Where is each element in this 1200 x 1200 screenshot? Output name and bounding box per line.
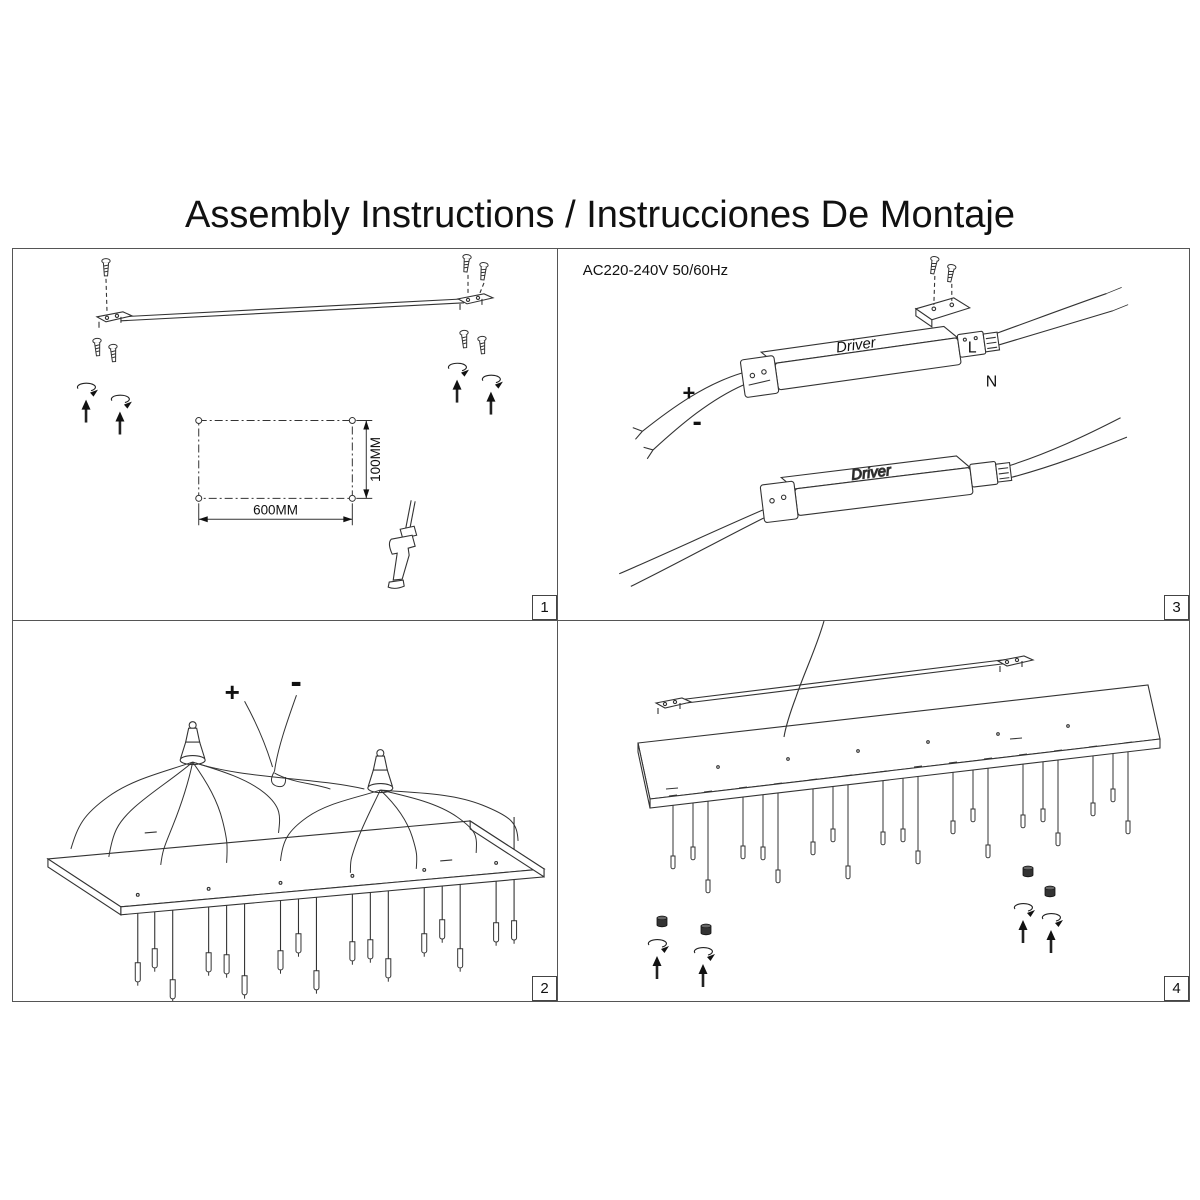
lamp-holder-icon: [179, 721, 206, 766]
neutral-wire-label: N: [986, 374, 998, 391]
screw-icon: [944, 263, 957, 283]
end-cap-icon: [656, 915, 668, 928]
rotate-arrow-icon: [647, 938, 671, 981]
step-number-2: 2: [532, 976, 557, 1001]
rotate-arrow-icon: [76, 381, 100, 424]
end-cap-icon: [1044, 885, 1056, 898]
driver-label-top: Driver: [835, 334, 878, 357]
driver-unit-bottom: Driver: [619, 417, 1128, 587]
rotate-arrow-icon: [693, 946, 717, 989]
drilling-template-drawing: [195, 417, 373, 526]
screw-icon: [927, 255, 940, 275]
panel-step-3: AC220-240V 50/60Hz: [558, 249, 1189, 621]
step-number-4: 4: [1164, 976, 1189, 1001]
height-dimension-label: 100MM: [368, 437, 383, 482]
step-4-drawing: [637, 621, 1161, 989]
screw-icon: [460, 253, 472, 273]
rotate-arrow-icon: [1013, 902, 1037, 945]
polarity-plus-label: +: [225, 679, 240, 707]
rotate-arrow-icon: [110, 393, 134, 436]
screw-icon: [92, 337, 103, 357]
screw-icon: [101, 258, 111, 277]
canopy-plate-drawing: [46, 819, 546, 916]
step-1-drawing: 600MM 100MM: [76, 253, 505, 589]
ceiling-bar-drawing: [654, 621, 1035, 738]
slot-mark: [1009, 737, 1023, 740]
live-wire-label: L: [968, 340, 977, 357]
panel-step-1: 600MM 100MM 1: [13, 249, 558, 621]
polarity-plus-label: +: [683, 381, 696, 406]
slot-mark: [665, 787, 679, 790]
screw-icon: [477, 335, 488, 355]
screw-icon: [108, 343, 119, 363]
rotate-arrow-icon: [481, 373, 505, 416]
canopy-plate-drawing: [637, 684, 1161, 809]
screw-icon: [477, 261, 489, 281]
panels-grid: 600MM 100MM 1 AC: [12, 248, 1190, 1002]
driver-label-bottom: Driver: [850, 462, 893, 484]
step-2-drawing: + -: [46, 663, 546, 1001]
slot-mark: [144, 831, 157, 834]
lamp-holder-icon: [367, 749, 394, 794]
wiring-drawing: [70, 695, 519, 873]
rotate-arrow-icon: [1041, 912, 1065, 955]
power-rating-label: AC220-240V 50/60Hz: [583, 262, 728, 279]
panel-step-2: + - 2: [13, 621, 558, 1001]
slot-mark: [440, 859, 453, 862]
width-dimension-label: 600MM: [253, 502, 298, 517]
panel-step-4: 4: [558, 621, 1189, 1001]
end-cap-icon: [1022, 865, 1034, 878]
page-title: Assembly Instructions / Instrucciones De…: [184, 194, 1015, 236]
rotate-arrow-icon: [447, 361, 471, 404]
end-cap-icon: [700, 923, 712, 936]
end-caps-drawing: [647, 865, 1065, 989]
ceiling-bar-drawing: [76, 253, 505, 436]
step-3-drawing: AC220-240V 50/60Hz: [583, 255, 1129, 587]
drill-icon: [387, 500, 418, 589]
polarity-minus-label: -: [290, 663, 301, 701]
step-number-3: 3: [1164, 595, 1189, 620]
step-number-1: 1: [532, 595, 557, 620]
driver-unit-top: [632, 255, 1129, 460]
polarity-minus-label: -: [692, 406, 701, 437]
screw-icon: [459, 329, 470, 349]
